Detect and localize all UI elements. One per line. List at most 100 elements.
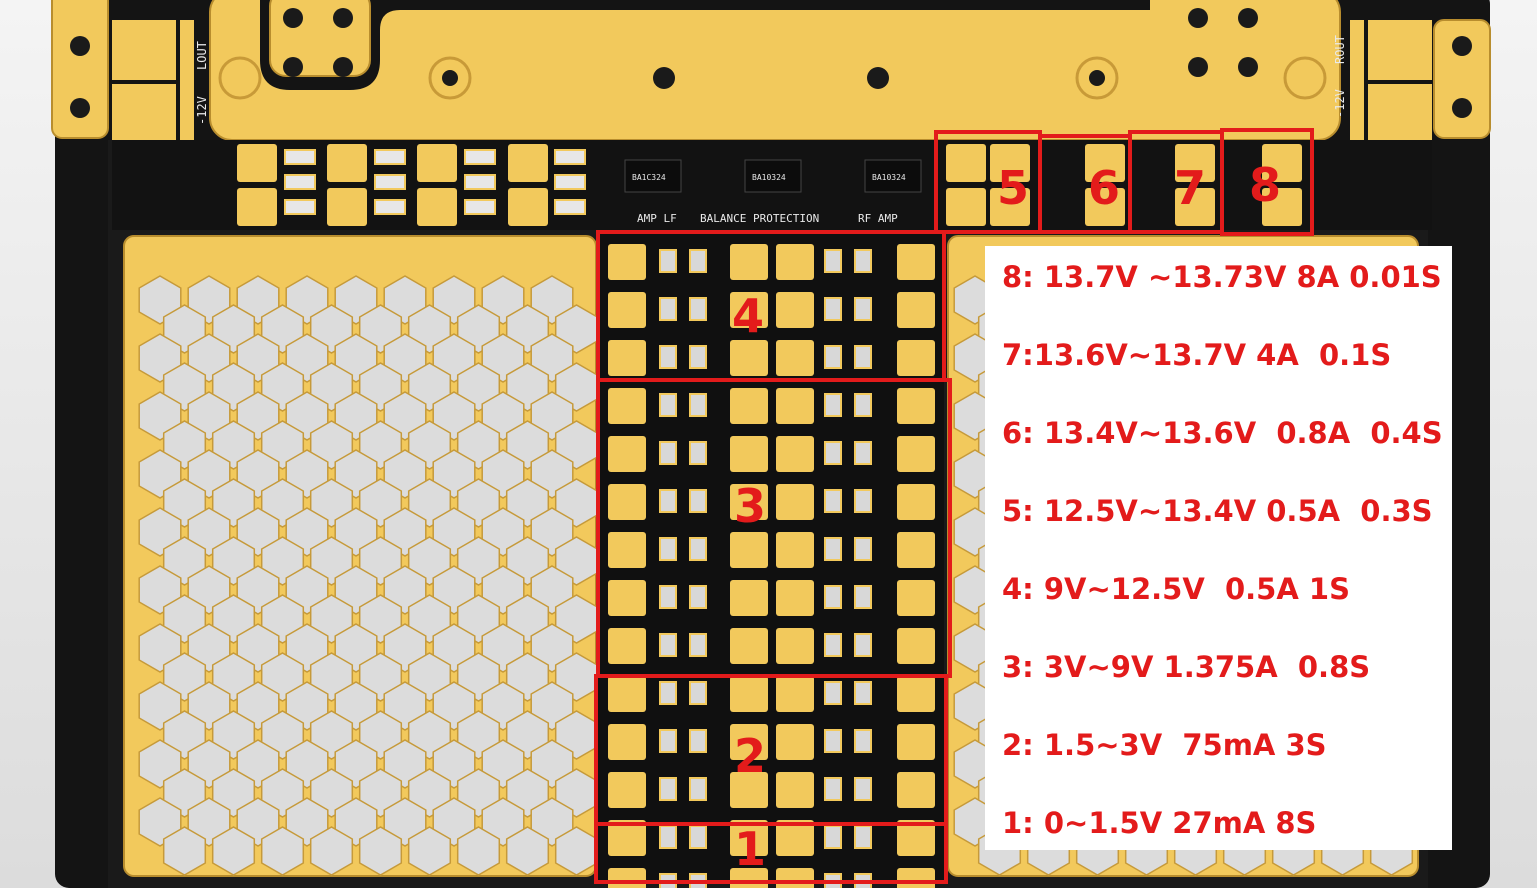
heatsink-vent-hole <box>358 536 403 586</box>
smd-component <box>464 149 496 165</box>
smd-component <box>374 149 406 165</box>
smd-resistor <box>689 729 707 753</box>
zone-number-1: 1 <box>734 822 766 876</box>
heatsink-vent-hole <box>334 565 378 615</box>
solder-pad <box>730 580 768 616</box>
heatsink-vent-hole <box>530 391 574 441</box>
heatsink-vent-hole <box>211 304 256 354</box>
heatsink-vent-hole <box>481 739 525 789</box>
smd-resistor <box>659 585 677 609</box>
smd-resistor <box>659 345 677 369</box>
heatsink-vent-hole <box>334 681 378 731</box>
heatsink-vent-hole <box>530 275 574 325</box>
heatsink-vent-hole <box>407 362 452 412</box>
heatsink-vent-hole <box>432 797 476 847</box>
solder-pad <box>608 820 646 856</box>
smd-resistor <box>824 249 842 273</box>
power-pad <box>508 188 548 226</box>
smd-resistor <box>854 585 872 609</box>
power-pad <box>237 144 277 182</box>
heatsink-vent-hole <box>334 391 378 441</box>
smd-resistor <box>689 681 707 705</box>
solder-pad <box>897 820 935 856</box>
heatsink-vent-hole <box>260 304 305 354</box>
smd-resistor <box>854 249 872 273</box>
power-pad <box>327 188 367 226</box>
heatsink-vent-hole <box>138 507 182 557</box>
power-pad <box>417 144 457 182</box>
smd-resistor <box>824 441 842 465</box>
heatsink-vent-hole <box>260 536 305 586</box>
heatsink-vent-hole <box>505 362 550 412</box>
power-pad <box>1085 188 1125 226</box>
heatsink-vent-hole <box>236 565 280 615</box>
zone-outlines <box>594 128 1314 884</box>
smd-resistor <box>824 585 842 609</box>
smd-resistor <box>854 681 872 705</box>
smd-resistor <box>824 777 842 801</box>
heatsink-vent-hole <box>481 333 525 383</box>
smd-resistor <box>854 729 872 753</box>
heatsink-vent-hole <box>334 739 378 789</box>
heatsink-vent-hole <box>530 623 574 673</box>
smd-component <box>464 199 496 215</box>
solder-pad <box>730 532 768 568</box>
heatsink-vent-hole <box>309 536 354 586</box>
heatsink-vent-hole <box>260 420 305 470</box>
legend-line-1: 1: 0~1.5V 27mA 8S <box>1002 806 1317 840</box>
solder-pad <box>776 628 814 664</box>
smd-resistor <box>824 537 842 561</box>
heatsink-vent-hole <box>505 652 550 702</box>
smd-resistor <box>689 345 707 369</box>
power-pad <box>990 144 1030 182</box>
chip-label-2: BA10324 <box>752 173 786 182</box>
solder-pad <box>776 580 814 616</box>
smd-resistor <box>659 441 677 465</box>
heatsink-vent-hole <box>505 420 550 470</box>
smd-component <box>554 149 586 165</box>
zone-number-2: 2 <box>734 729 766 783</box>
heatsink-vent-hole <box>309 710 354 760</box>
solder-pad <box>897 292 935 328</box>
rout-label: ROUT <box>1333 35 1347 64</box>
heatsink-vent-hole <box>456 768 501 818</box>
solder-pad <box>776 340 814 376</box>
heatsink-vent-hole <box>285 333 329 383</box>
solder-pad <box>608 388 646 424</box>
smd-resistor <box>659 777 677 801</box>
zone-number-7: 7 <box>1174 161 1206 215</box>
solder-pad <box>897 868 935 888</box>
zone-number-6: 6 <box>1088 161 1120 215</box>
solder-pad <box>897 724 935 760</box>
solder-pad <box>730 244 768 280</box>
smd-component <box>554 174 586 190</box>
solder-pad <box>608 244 646 280</box>
power-pad <box>237 188 277 226</box>
solder-pad <box>776 868 814 888</box>
heatsink-vent-hole <box>383 333 427 383</box>
heatsink-vent-hole <box>236 507 280 557</box>
power-pad <box>990 188 1030 226</box>
heatsink-vent-hole <box>383 797 427 847</box>
solder-pad <box>608 484 646 520</box>
solder-pad <box>776 724 814 760</box>
amp-lf-label: AMP LF <box>637 212 677 225</box>
top-heatsink <box>209 0 1341 141</box>
smd-component <box>284 174 316 190</box>
zone-number-5: 5 <box>997 161 1029 215</box>
smd-component <box>374 174 406 190</box>
solder-pad <box>730 436 768 472</box>
smd-resistor <box>689 633 707 657</box>
heatsink-vent-hole <box>481 797 525 847</box>
heatsink-vent-hole <box>407 478 452 528</box>
heatsink-vent-hole <box>432 507 476 557</box>
heatsink-vent-hole <box>162 362 207 412</box>
heatsink-vent-hole <box>456 826 501 876</box>
heatsink-vent-hole <box>162 768 207 818</box>
heatsink-vent-hole <box>138 275 182 325</box>
heatsink-vent-hole <box>505 710 550 760</box>
heatsink-vent-hole <box>260 826 305 876</box>
heatsink-vent-hole <box>383 275 427 325</box>
left-voltage-label: -12V <box>195 96 209 125</box>
smd-resistor <box>689 489 707 513</box>
